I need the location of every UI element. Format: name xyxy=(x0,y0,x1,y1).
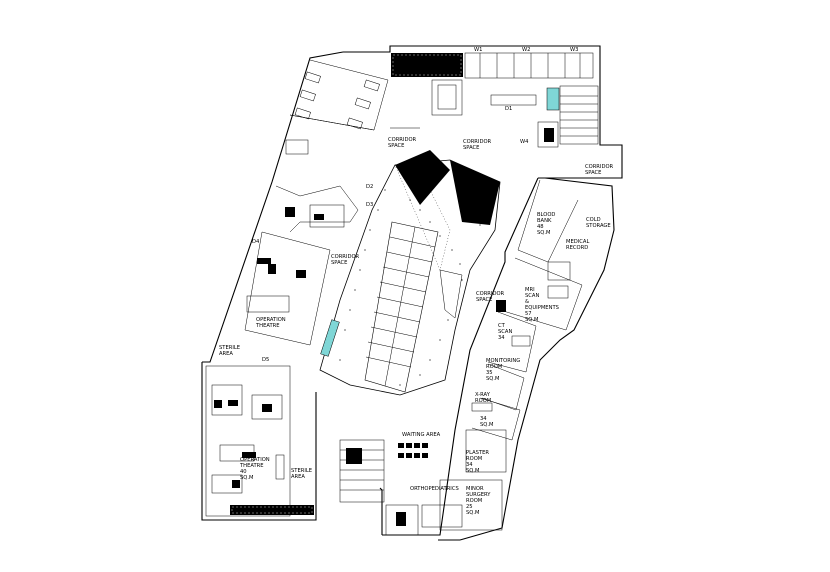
door-tags: D1 D2 D3 D4 D5 W1 W2 W3 W4 xyxy=(252,47,578,363)
tag-w2: W2 xyxy=(522,47,530,53)
south-core xyxy=(339,439,463,536)
exterior-walls xyxy=(201,45,623,541)
tag-d5: D5 xyxy=(262,357,269,363)
north-block xyxy=(391,52,599,148)
label-waiting: WAITING AREA xyxy=(402,432,441,438)
tag-d2: D2 xyxy=(366,184,373,190)
tag-d3: D3 xyxy=(366,202,373,208)
label-ortho: ORTHOPEDIATRICS xyxy=(410,486,459,492)
tag-w3: W3 xyxy=(570,47,578,53)
tag-d1: D1 xyxy=(505,106,512,112)
tag-d4: D4 xyxy=(252,239,260,245)
ward-rooms xyxy=(285,59,420,155)
atrium xyxy=(319,150,501,458)
tag-w4: W4 xyxy=(520,139,529,145)
east-wing xyxy=(439,179,583,531)
tag-w1: W1 xyxy=(474,47,482,53)
west-suite xyxy=(205,185,359,517)
